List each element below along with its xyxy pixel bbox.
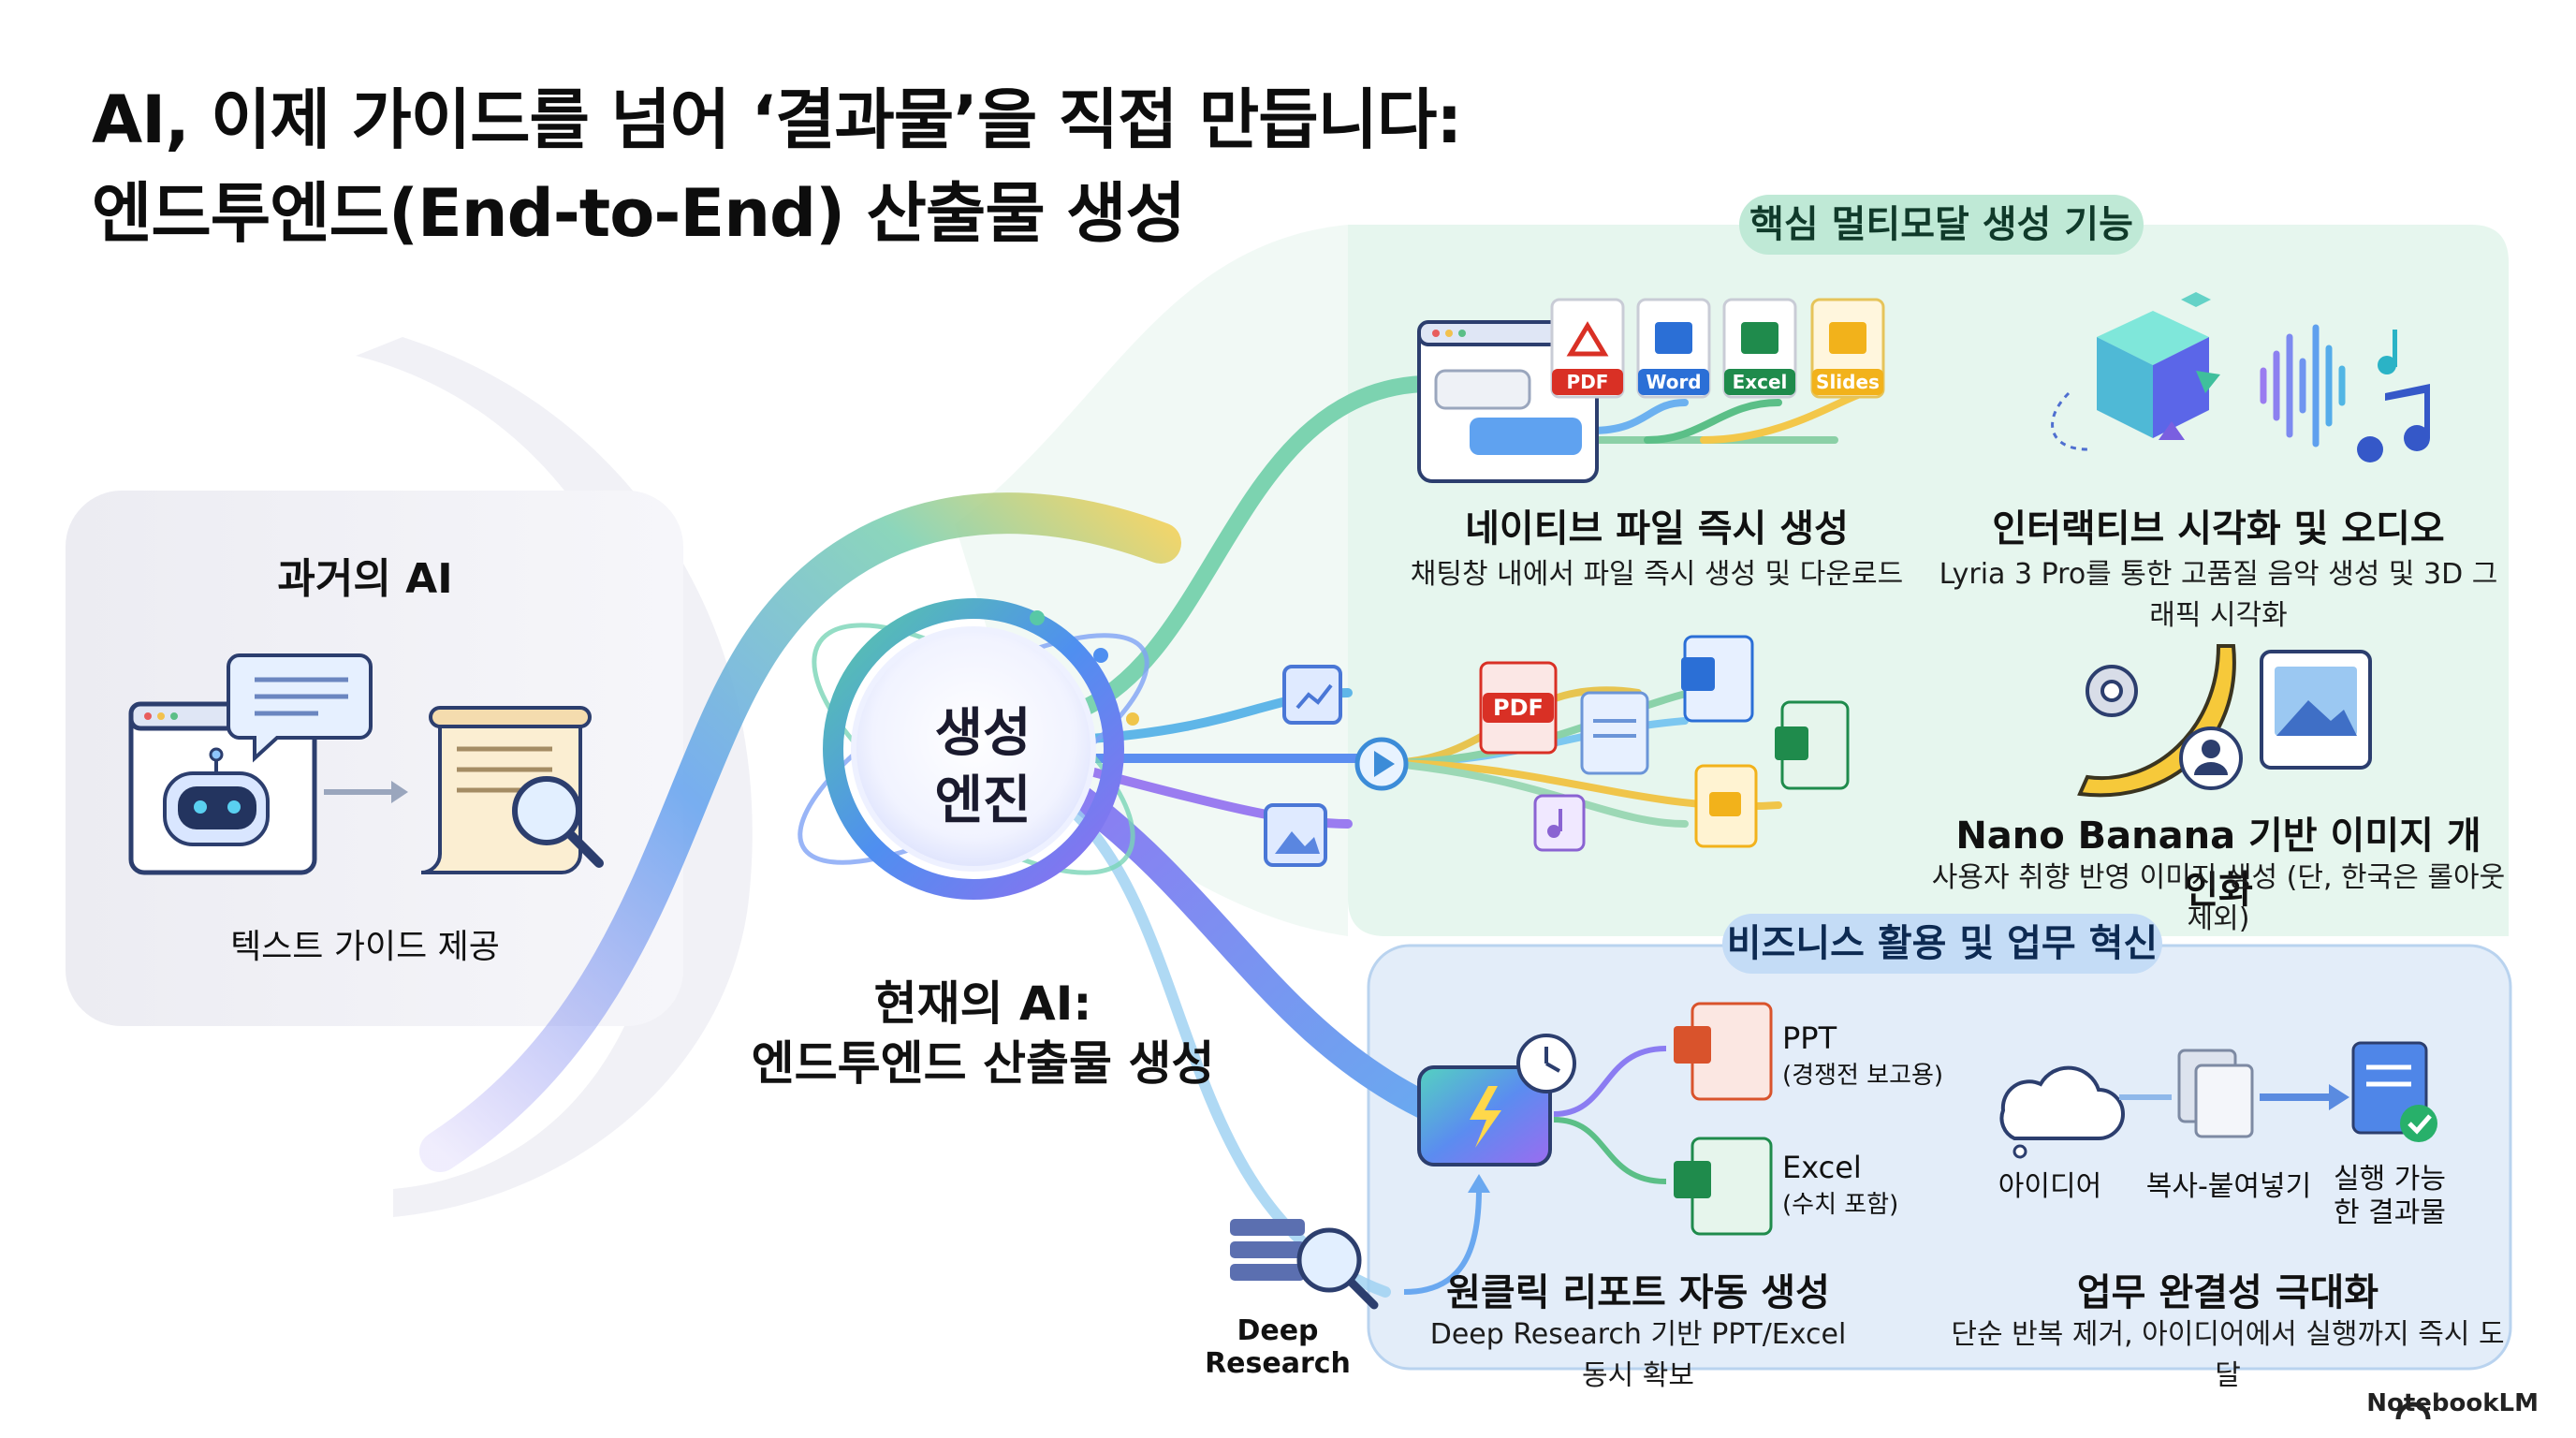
excel-tile-icon [1775,700,1850,790]
present-line-1: 현재의 AI: [873,976,1092,1031]
deep-research-label: Deep Research [1205,1314,1351,1380]
server-magnifier-icon [1230,1219,1379,1310]
scroll-magnifier-illustration [420,706,604,874]
user-avatar-icon [2179,726,2243,790]
image-file-icon [1264,803,1327,867]
excel-report-icon [1674,1137,1773,1236]
report-title: 원클릭 리포트 자동 생성 [1446,1271,1830,1314]
past-ai-heading: 과거의 AI [277,555,453,603]
step-copy-paste: 복사-붙여넣기 [2145,1170,2312,1203]
image-frame-icon [2260,650,2372,770]
slides-tag: Slides [1812,369,1883,395]
present-ai-heading: 현재의 AI: 엔드투엔드 산출물 생성 [711,974,1254,1093]
step-idea: 아이디어 [1998,1170,2102,1203]
word-tag: Word [1638,369,1709,395]
interactive-title: 인터랙티브 시각화 및 오디오 [1992,507,2445,550]
present-line-2: 엔드투엔드 산출물 생성 [751,1036,1215,1091]
excel-label: Excel [1782,1150,1862,1185]
engine-line-2: 엔진 [934,770,1032,831]
nano-banana-desc: 사용자 취향 반영 이미지 생성 (단, 한국은 롤아웃 제외) [1931,861,2506,935]
title-line-2: 엔드투엔드(End-to-End) 산출물 생성 [92,175,1186,252]
engine-core [851,626,1096,872]
excel-tag: Excel [1724,369,1795,395]
lightning-tile-icon [1417,1065,1552,1167]
page-title: AI, 이제 가이드를 넘어 ‘결과물’을 직접 만듭니다: 엔드투엔드(End… [92,73,1462,260]
step-result: 실행 가능한 결과물 [2334,1163,2446,1229]
music-tile-icon [1533,794,1586,852]
gear-icon [2086,665,2138,717]
clock-icon [1516,1034,1576,1093]
robot-chat-illustration [128,653,373,875]
slides-tile-icon [1694,764,1758,848]
ppt-label: PPT [1782,1020,1837,1056]
engine-line-1: 생성 [934,703,1032,764]
audio-wave-icon [2260,324,2346,448]
notebooklm-logo-icon [2395,1401,2431,1420]
title-line-1: AI, 이제 가이드를 넘어 ‘결과물’을 직접 만듭니다: [92,81,1462,158]
word-tile-icon [1681,635,1754,723]
completion-title: 업무 완결성 극대화 [2076,1271,2379,1314]
ppt-file-icon [1674,1002,1773,1101]
ppt-sub: (경쟁전 보고용) [1782,1062,1944,1090]
document-tile-icon [1580,691,1649,775]
copy-document-icon [2177,1049,2254,1138]
pdf-flow-label: PDF [1483,693,1554,723]
past-ai-caption: 텍스트 가이드 제공 [230,928,500,966]
native-files-desc: 채팅창 내에서 파일 즉시 생성 및 다운로드 [1410,558,1904,591]
nano-banana-title: Nano Banana 기반 이미지 개인화 [1955,814,2481,912]
native-files-title: 네이티브 파일 즉시 생성 [1465,507,1849,550]
report-desc: Deep Research 기반 PPT/Excel 동시 확보 [1429,1318,1847,1392]
result-document-icon [2351,1041,2437,1142]
multimodal-pill: 핵심 멀티모달 생성 기능 [1739,195,2144,255]
music-note-icon [2357,330,2430,462]
idea-cloud-icon [1999,1065,2125,1159]
generation-engine-label: 생성 엔진 [871,700,1095,835]
completion-desc: 단순 반복 제거, 아이디어에서 실행까지 즉시 도달 [1951,1318,2505,1392]
chart-image-icon [1282,665,1342,725]
interactive-desc: Lyria 3 Pro를 통한 고품질 음악 생성 및 3D 그래픽 시각화 [1939,558,2498,632]
pdf-tag: PDF [1552,369,1623,395]
cube-3d-icon [2051,292,2220,451]
arrow-right-icon [324,781,408,803]
business-pill: 비즈니스 활용 및 업무 혁신 [1722,914,2162,974]
past-ai-panel [66,491,683,1026]
excel-sub: (수치 포함) [1782,1191,1899,1219]
notebooklm-brand: NotebookLM [2366,1389,2539,1417]
